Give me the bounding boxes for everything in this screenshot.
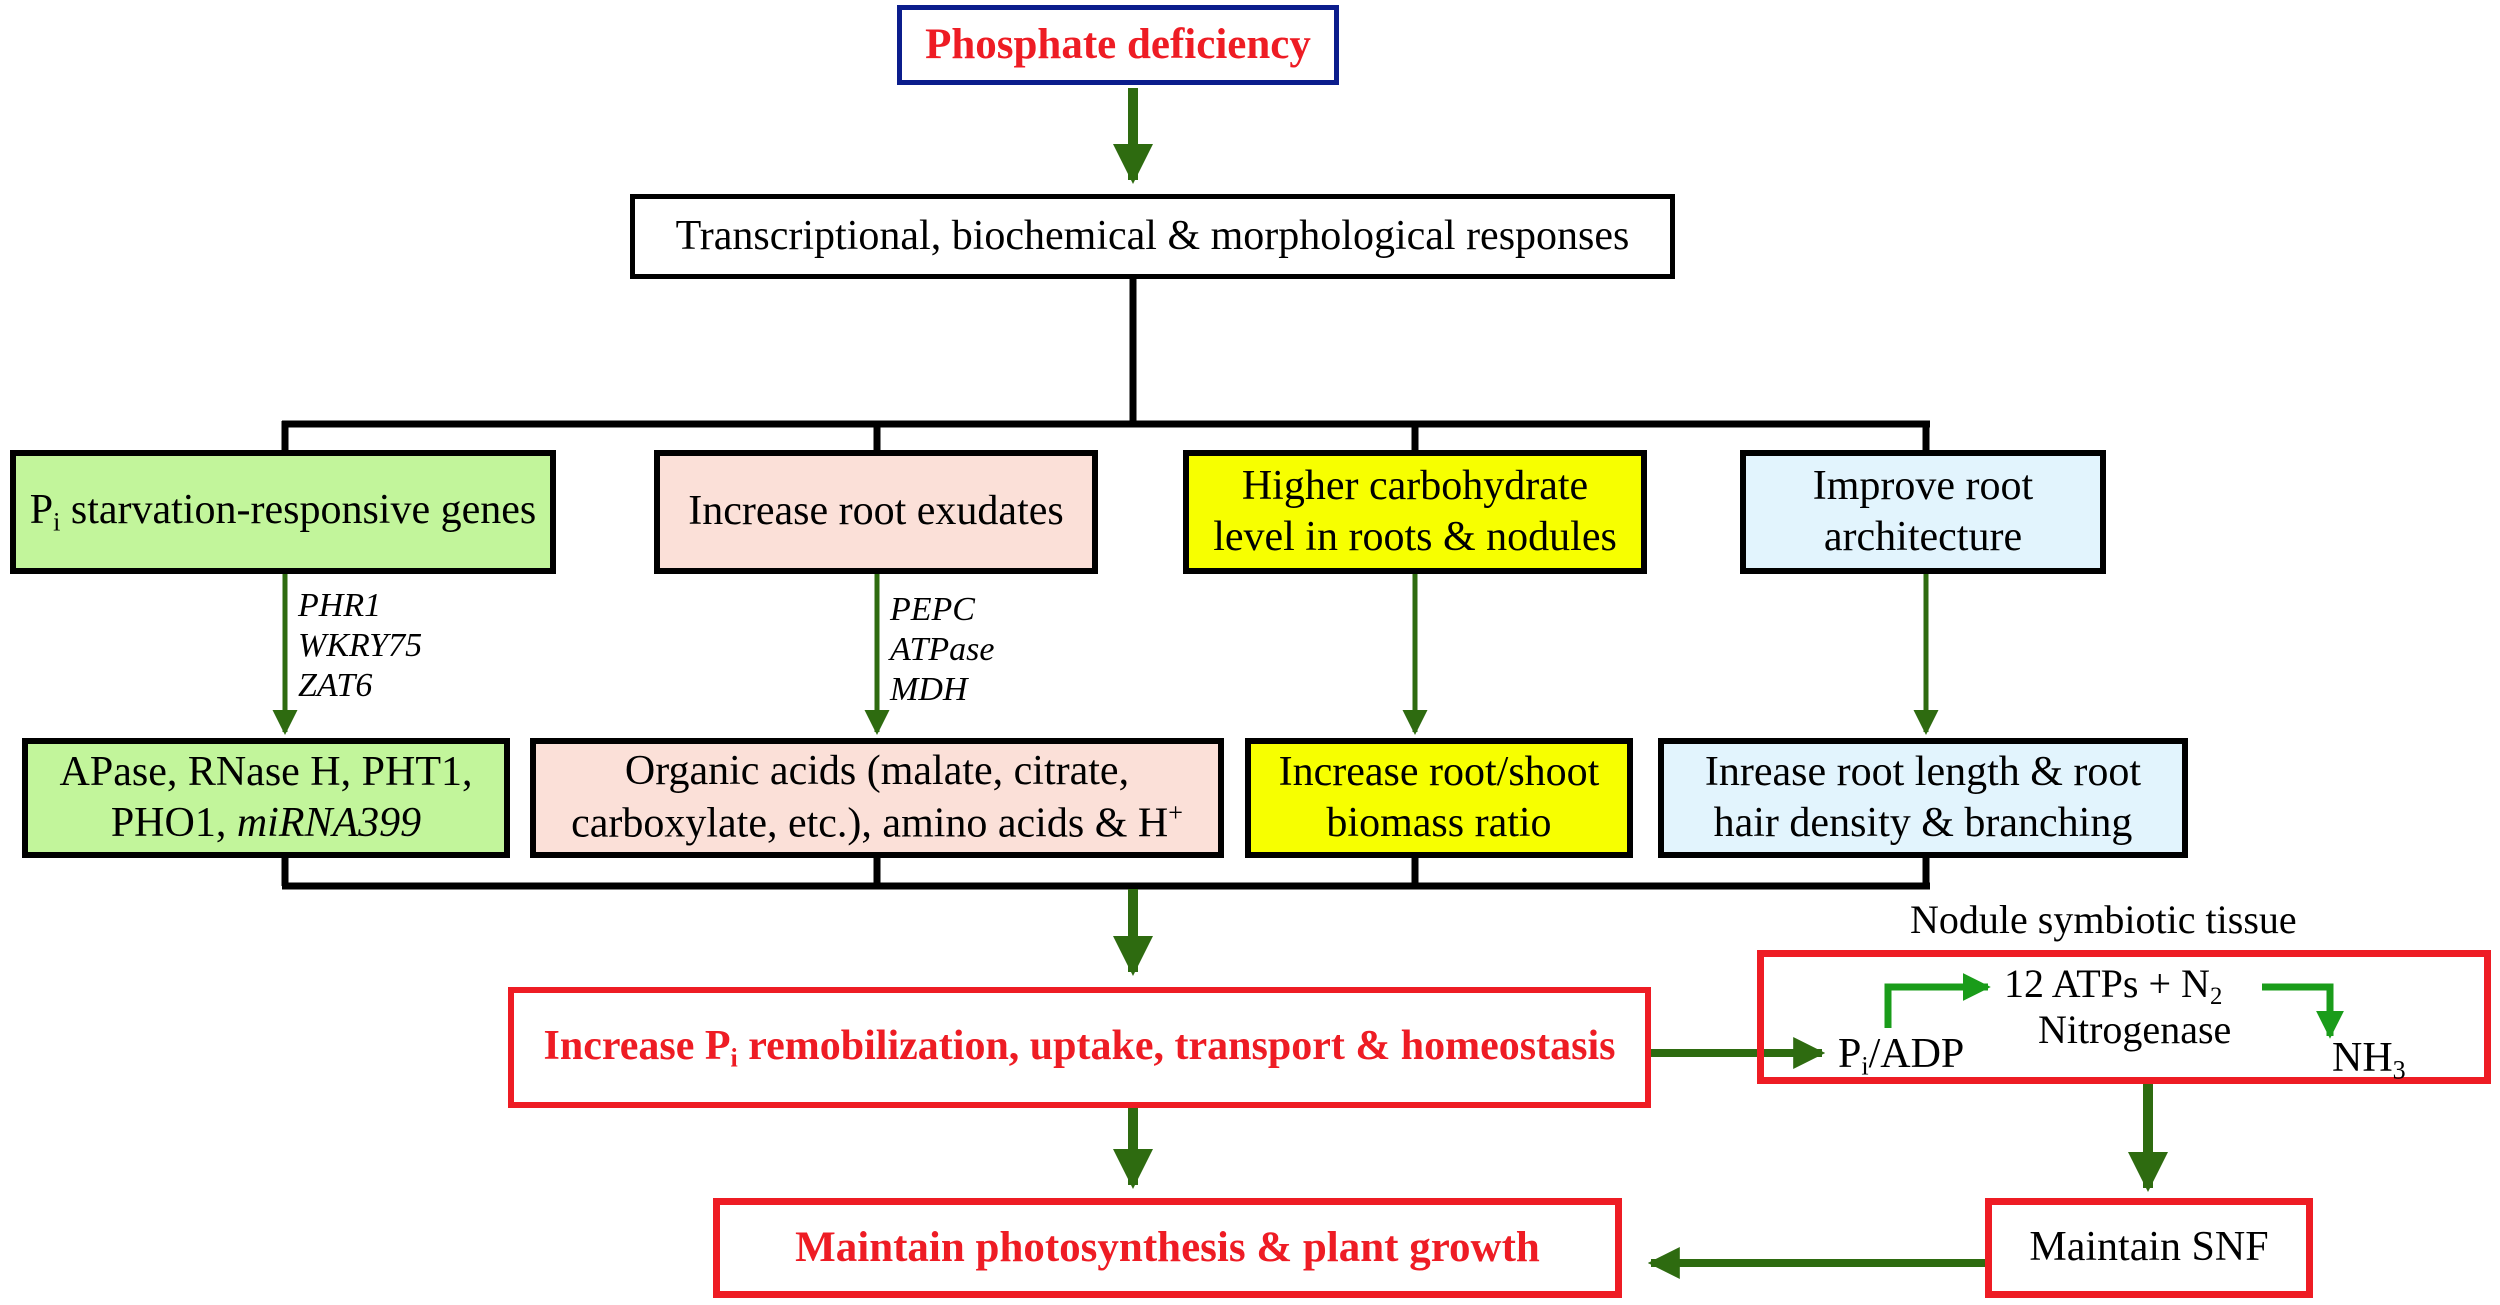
root-shoot-ratio-line2: biomass ratio (1326, 800, 1552, 846)
branch-bracket-top (281, 278, 1930, 450)
arrow-pi-to-atp (1884, 973, 1991, 1028)
arrow-n2-to-nh3 (2262, 983, 2344, 1039)
root-architecture-line2: architecture (1823, 514, 2023, 560)
nh3-label: NH3 (2332, 1035, 2406, 1085)
gene-mdh: MDH (890, 671, 968, 709)
root-exudates-label: Increase root exudates (688, 488, 1064, 535)
branch2-gene-list: PEPC ATPase MDH (890, 590, 995, 710)
root-shoot-ratio-line1: Increase root/shoot (1278, 748, 1600, 795)
gene-zat6: ZAT6 (298, 667, 373, 705)
nodule-tissue-label: Nodule symbiotic tissue (1910, 897, 2297, 942)
remobilization-box: Increase Pi remobilization, uptake, tran… (508, 987, 1651, 1108)
maintain-growth-label: Maintain photosynthesis & plant growth (795, 1223, 1540, 1271)
root-exudates-box: Increase root exudates (654, 450, 1098, 574)
gene-wkry75: WKRY75 (298, 627, 423, 665)
atp-n2-label: 12 ATPs + N2 (2004, 961, 2223, 1010)
maintain-snf-label: Maintain SNF (2029, 1224, 2269, 1271)
phosphate-deficiency-box: Phosphate deficiency (897, 5, 1339, 85)
remobilization-label: Increase Pi remobilization, uptake, tran… (543, 1022, 1616, 1073)
carbohydrate-line1: Higher carbohydrate (1241, 462, 1589, 509)
apase-result-line2: PHO1, miRNA399 (110, 800, 422, 846)
organic-acids-box: Organic acids (malate, citrate, carboxyl… (530, 738, 1224, 858)
pi-starvation-genes-label: Pi starvation-responsive genes (29, 487, 537, 537)
phosphate-deficiency-label: Phosphate deficiency (925, 20, 1311, 68)
gene-phr1: PHR1 (298, 587, 382, 624)
nitrogenase-label: Nitrogenase (2038, 1007, 2232, 1052)
nodule-box (1757, 950, 2491, 1084)
root-length-box: Inrease root length & root hair density … (1658, 738, 2188, 858)
responses-box: Transcriptional, biochemical & morpholog… (630, 194, 1675, 279)
gene-atpase: ATPase (890, 631, 995, 669)
root-length-line1: Inrease root length & root (1704, 748, 2142, 795)
root-architecture-box: Improve root architecture (1740, 450, 2106, 574)
branch1-gene-list: PHR1 WKRY75 ZAT6 (298, 586, 422, 706)
branch-bracket-bottom (281, 858, 1930, 890)
responses-label: Transcriptional, biochemical & morpholog… (675, 212, 1630, 259)
gene-pepc: PEPC (890, 591, 975, 628)
apase-result-line1: APase, RNase H, PHT1, (59, 748, 473, 795)
maintain-snf-box: Maintain SNF (1985, 1198, 2313, 1298)
organic-acids-line1: Organic acids (malate, citrate, (624, 747, 1130, 794)
root-shoot-ratio-box: Increase root/shoot biomass ratio (1245, 738, 1633, 858)
apase-result-box: APase, RNase H, PHT1, PHO1, miRNA399 (22, 738, 510, 858)
organic-acids-line2: carboxylate, etc.), amino acids & H+ (571, 798, 1183, 847)
carbohydrate-line2: level in roots & nodules (1213, 514, 1617, 560)
root-length-line2: hair density & branching (1713, 800, 2133, 846)
carbohydrate-box: Higher carbohydrate level in roots & nod… (1183, 450, 1647, 574)
pi-starvation-genes-box: Pi starvation-responsive genes (10, 450, 556, 574)
pi-adp-label: Pi/ADP (1838, 1031, 1965, 1081)
root-architecture-line1: Improve root (1812, 462, 2034, 509)
maintain-growth-box: Maintain photosynthesis & plant growth (713, 1198, 1622, 1298)
